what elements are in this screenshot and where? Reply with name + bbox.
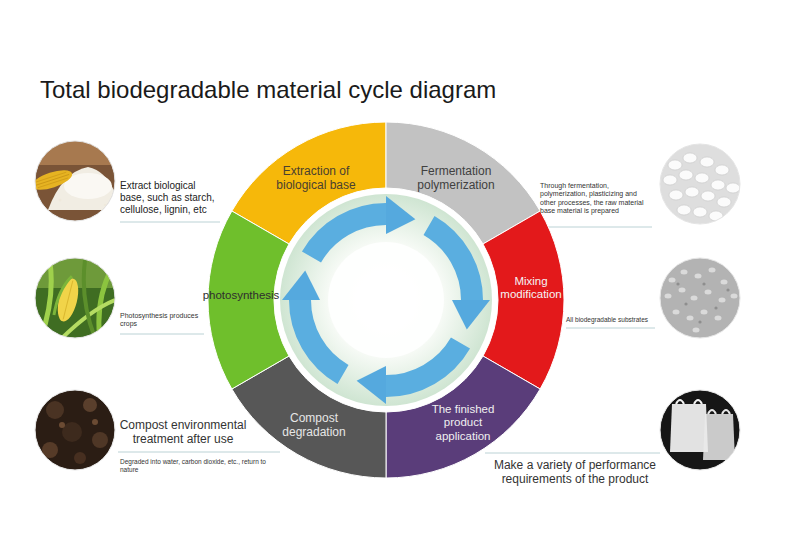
leader-line — [120, 334, 204, 335]
cycle-arrow-body — [300, 300, 343, 375]
caption-text: Extract biological base, such as starch,… — [120, 180, 220, 216]
diagram-title: Total biodegradable material cycle diagr… — [40, 76, 496, 104]
cycle-arrow-head — [452, 300, 490, 329]
segment-label: Mixing modification — [494, 275, 569, 301]
pellet-photo — [660, 144, 740, 224]
photo-frame — [660, 258, 740, 338]
crop-photo — [35, 258, 115, 340]
bag-photo — [660, 390, 740, 470]
leader-line — [120, 222, 220, 223]
granule-photo — [660, 258, 740, 338]
photo-frame — [35, 258, 115, 338]
soil-photo — [35, 390, 115, 470]
leader-line — [566, 328, 655, 329]
leader-line — [118, 452, 280, 453]
cycle-arrow-body — [312, 214, 387, 257]
cycle-arrows — [282, 196, 490, 404]
cycle-arrow-head — [282, 271, 320, 300]
segment-label: The finished product application — [426, 403, 501, 443]
photo-frame — [35, 390, 115, 470]
segment-label: photosynthesis — [203, 289, 280, 302]
segment-label: Compost degradation — [272, 412, 357, 440]
cycle-arrow-body — [386, 343, 461, 386]
segment-band — [386, 356, 540, 478]
caption-text: Through fermentation, polymerization, pl… — [540, 182, 652, 216]
segment-label: Extraction of biological base — [266, 165, 366, 193]
caption-text: Make a variety of performance requiremen… — [480, 458, 670, 487]
caption-text: All biodegradable substrates — [566, 316, 648, 324]
caption-text: Compost environmental treatment after us… — [116, 418, 250, 447]
leader-line — [485, 453, 660, 454]
segment-label: Fermentation polymerization — [406, 165, 506, 193]
photo-frame — [660, 390, 740, 470]
inner-core — [328, 242, 444, 358]
cycle-arrow-body — [429, 226, 472, 301]
caption-text: Photosynthesis produces crops — [120, 312, 205, 329]
cycle-arrow-head — [386, 196, 415, 234]
cycle-arrow-head — [357, 366, 386, 404]
photo-frame — [35, 141, 115, 221]
caption-text: Degraded into water, carbon dioxide, etc… — [120, 458, 280, 474]
photo-frame — [660, 144, 740, 224]
leader-line — [540, 227, 652, 228]
inner-disk — [280, 194, 492, 406]
flour-photo — [30, 141, 120, 221]
